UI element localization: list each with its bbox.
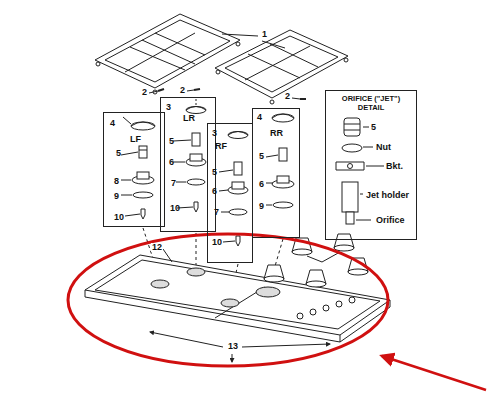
- callout-number: Nut: [376, 143, 391, 152]
- highlight-arrow: [382, 356, 486, 390]
- knob: [264, 234, 368, 287]
- detail-heading: ORIFICE ("JET") DETAIL: [330, 95, 412, 112]
- burner-parts-lf: [121, 117, 155, 219]
- callout-number: 1: [261, 30, 268, 39]
- callout-number: Jet holder: [366, 191, 409, 200]
- callout-number: Bkt.: [386, 162, 403, 171]
- callout-number: 9: [114, 192, 119, 201]
- callout-number: 5: [169, 137, 174, 146]
- callout-number: 6: [169, 158, 174, 167]
- highlight-ellipse: [68, 234, 388, 366]
- callout-number: 4: [110, 119, 115, 128]
- callout-number: 6: [212, 187, 217, 196]
- detail-box: ORIFICE ("JET") DETAIL 5NutBkt. Jet holder…: [325, 90, 417, 240]
- callout-number: RR: [270, 129, 283, 138]
- cooktop-pan: [85, 255, 390, 342]
- callout-number: 7: [171, 179, 176, 188]
- callout-number: 10: [114, 213, 124, 222]
- burner-box: 3RF 5 6 7 10: [207, 123, 253, 263]
- burner-parts-rr: [266, 114, 294, 208]
- callout-number: 4: [257, 113, 262, 122]
- callout-number: 2: [284, 92, 291, 101]
- callout-number: LR: [183, 114, 195, 123]
- callout-number: 5: [116, 149, 121, 158]
- orifice-parts: [336, 118, 384, 224]
- grate: [215, 30, 348, 104]
- callout-number: 13: [227, 342, 239, 351]
- burner-parts-lr: [173, 107, 206, 213]
- callout-number: LF: [130, 135, 141, 144]
- callout-number: RF: [215, 142, 227, 151]
- burner-box: 4LF 5 8 9 10: [103, 112, 165, 227]
- callout-number: 12: [151, 243, 163, 252]
- callout-number: 3: [166, 103, 171, 112]
- callout-number: 3: [212, 129, 217, 138]
- burner-box: 4RR 5 6 9: [252, 108, 300, 238]
- callout-number: 9: [259, 202, 264, 211]
- callout-number: 5: [259, 152, 264, 161]
- callout-number: 8: [114, 177, 119, 186]
- grate: [95, 14, 240, 94]
- callout-number: 7: [214, 208, 219, 217]
- callout-number: 6: [259, 180, 264, 189]
- callout-number: 10: [170, 204, 180, 213]
- callout-number: 5: [212, 168, 217, 177]
- callout-number: 2: [179, 86, 186, 95]
- callout-number: 5: [371, 123, 376, 132]
- callout-number: Orifice: [376, 216, 405, 225]
- callout-number: 10: [212, 238, 222, 247]
- callout-number: 2: [141, 88, 148, 97]
